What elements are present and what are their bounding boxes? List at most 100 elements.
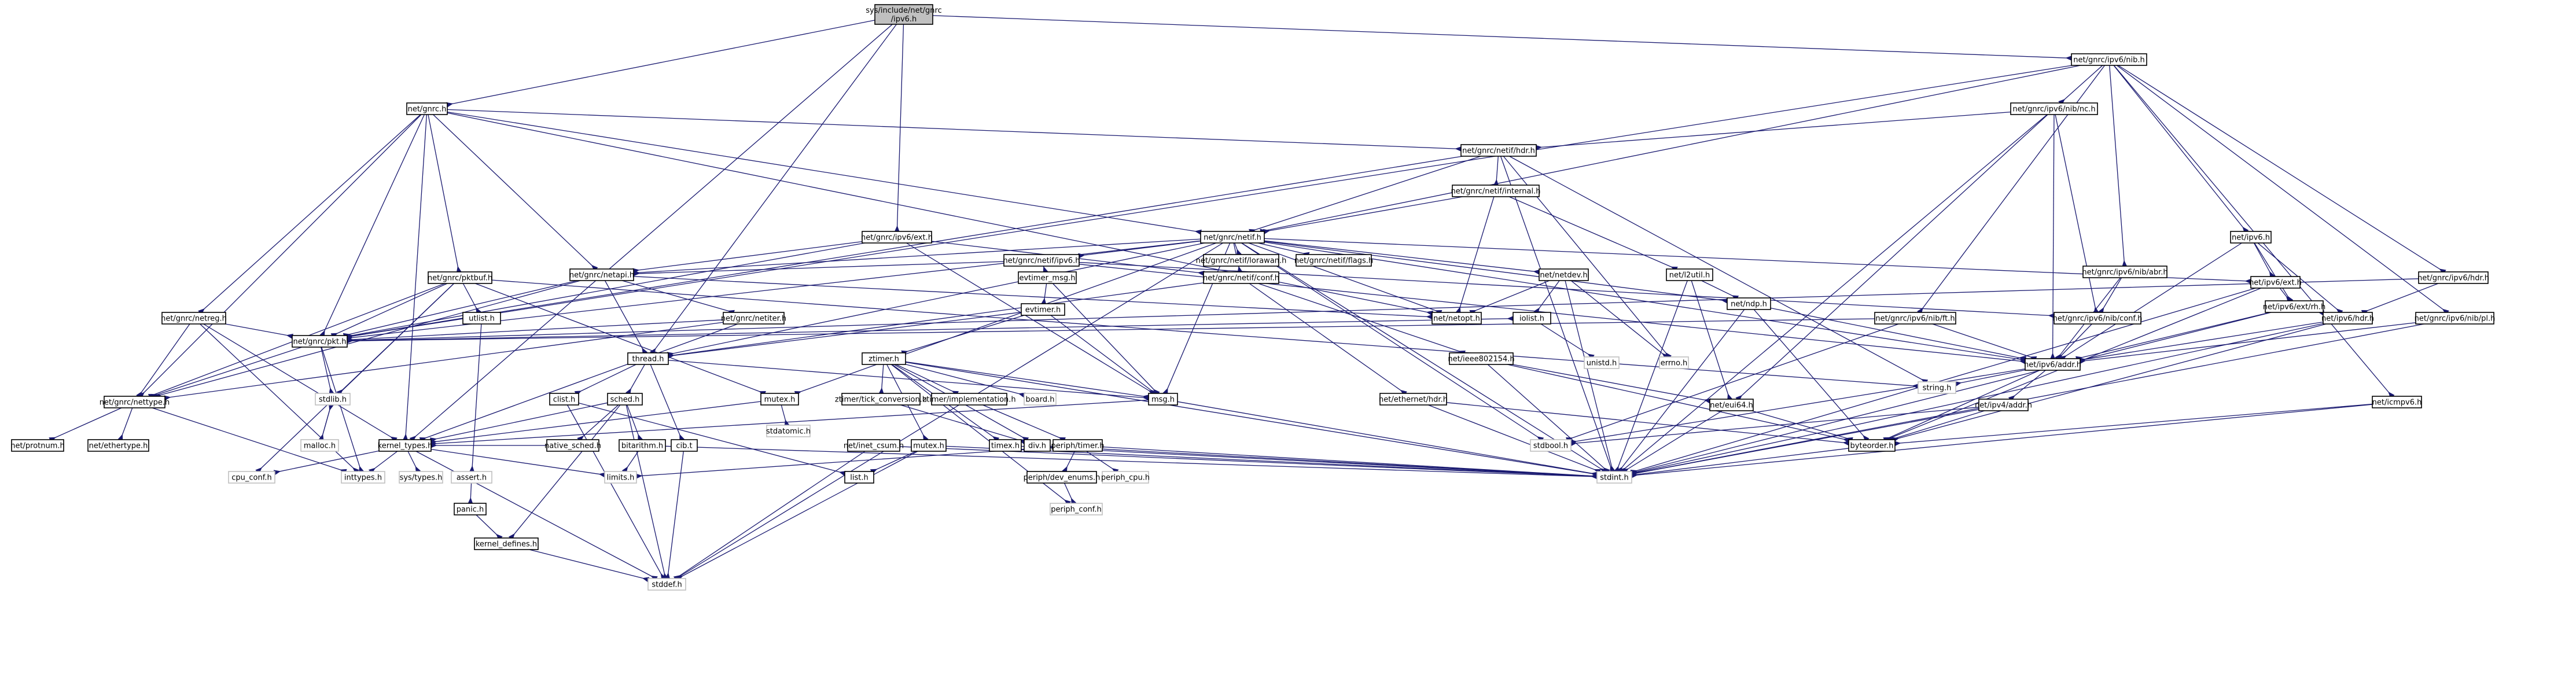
header-node[interactable]: errno.h <box>1659 356 1689 369</box>
header-node[interactable]: net/gnrc/ipv6/nib/nc.h <box>2010 102 2098 115</box>
header-node[interactable]: net/gnrc/ipv6/nib/pl.h <box>2415 312 2496 325</box>
header-node[interactable]: net/gnrc/ipv6/hdr.h <box>2417 271 2489 284</box>
header-node[interactable]: panic.h <box>454 503 487 515</box>
header-node[interactable]: evtimer.h <box>1021 303 1065 316</box>
header-node[interactable]: net/gnrc/netif/conf.h <box>1203 271 1279 284</box>
header-node[interactable]: net/gnrc/ipv6/nib/conf.h <box>2053 312 2143 325</box>
header-node[interactable]: unistd.h <box>1584 356 1620 369</box>
header-node[interactable]: stdlib.h <box>315 393 351 406</box>
header-node[interactable]: evtimer_msg.h <box>1018 271 1077 284</box>
header-node[interactable]: iolist.h <box>1513 312 1551 325</box>
header-node[interactable]: periph_conf.h <box>1050 503 1103 515</box>
edge-line <box>1177 401 1598 477</box>
header-node[interactable]: net/gnrc.h <box>406 102 448 115</box>
header-node[interactable]: net/eui64.h <box>1709 399 1754 411</box>
header-node[interactable]: net/ipv6/addr.h <box>2024 358 2081 371</box>
node-box <box>2250 276 2301 289</box>
header-node[interactable]: net/netdev.h <box>1539 268 1589 281</box>
header-node[interactable]: board.h <box>1024 393 1057 406</box>
header-node[interactable]: msg.h <box>1148 393 1178 406</box>
header-node[interactable]: bitarithm.h <box>619 439 666 452</box>
edge-line <box>667 312 1022 359</box>
header-node[interactable]: net/gnrc/pktbuf.h <box>428 271 492 284</box>
header-node[interactable]: inttypes.h <box>341 471 385 484</box>
header-node[interactable]: limits.h <box>604 471 637 484</box>
header-node[interactable]: net/ipv4/addr.h <box>1975 399 2032 411</box>
header-node[interactable]: net/gnrc/netapi.h <box>569 268 634 281</box>
header-node[interactable]: sched.h <box>607 393 643 406</box>
header-node[interactable]: net/netopt.h <box>1431 312 1482 325</box>
header-node[interactable]: string.h <box>1918 381 1956 394</box>
header-node[interactable]: kernel_types.h <box>378 439 433 452</box>
header-node[interactable]: periph/dev_enums.h <box>1024 471 1101 484</box>
header-node[interactable]: net/icmpv6.h <box>2372 396 2422 408</box>
header-node[interactable]: net/ipv6/ext.h <box>2249 276 2302 289</box>
header-node[interactable]: assert.h <box>451 471 492 484</box>
edge-line <box>1063 482 1077 506</box>
header-node[interactable]: mutex.h <box>911 439 947 452</box>
header-node[interactable]: div.h <box>1024 439 1051 452</box>
header-node[interactable]: native_sched.h <box>544 439 601 452</box>
header-node[interactable]: net/gnrc/netif/ipv6.h <box>1003 254 1080 267</box>
edge-line <box>1631 448 1849 478</box>
header-node[interactable]: kernel_defines.h <box>474 537 539 550</box>
node-box <box>228 471 275 484</box>
header-node[interactable]: net/gnrc/netreg.h <box>161 312 227 325</box>
header-node[interactable]: ztimer/tick_conversion.h <box>835 393 927 406</box>
header-node[interactable]: stdatomic.h <box>766 425 811 437</box>
header-node[interactable]: net/gnrc/netif/hdr.h <box>1460 144 1537 157</box>
header-node[interactable]: net/ethertype.h <box>87 439 149 452</box>
header-node[interactable]: net/ndp.h <box>1727 297 1771 310</box>
header-node[interactable]: sys/types.h <box>399 471 443 484</box>
header-node[interactable]: net/gnrc/pkt.h <box>292 335 348 348</box>
header-node[interactable]: net/ipv6/ext/rh.h <box>2263 300 2326 313</box>
dependency-edge <box>447 109 1462 152</box>
header-node[interactable]: net/gnrc/netif.h <box>1200 231 1265 244</box>
header-node[interactable]: clist.h <box>549 393 579 406</box>
header-node[interactable]: net/ipv6/hdr.h <box>2321 312 2374 325</box>
header-node[interactable]: net/inet_csum.h <box>844 439 904 452</box>
node-box <box>1296 254 1372 267</box>
node-box <box>2025 358 2081 371</box>
header-node[interactable]: periph/timer.h <box>1051 439 1105 452</box>
header-node[interactable]: stdint.h <box>1596 471 1632 484</box>
header-node[interactable]: list.h <box>844 471 874 484</box>
header-node[interactable]: net/ieee802154.h <box>1448 352 1515 365</box>
header-node[interactable]: net/gnrc/ipv6/nib/abr.h <box>2082 266 2168 278</box>
node-label: iolist.h <box>1519 315 1544 323</box>
header-node[interactable]: net/gnrc/nettype.h <box>100 396 170 408</box>
header-node[interactable]: net/gnrc/netif/flags.h <box>1294 254 1373 267</box>
header-node[interactable]: ztimer.h <box>862 352 906 365</box>
header-node[interactable]: timex.h <box>989 439 1022 452</box>
dependency-edge <box>1619 114 2048 474</box>
header-node[interactable]: net/protnum.h <box>10 439 65 452</box>
header-node[interactable]: utlist.h <box>462 312 501 325</box>
node-box <box>549 393 579 406</box>
header-node[interactable]: periph_cpu.h <box>1101 471 1150 484</box>
header-node[interactable]: net/gnrc/netif/lorawan.h <box>1196 254 1287 267</box>
header-node[interactable]: net/gnrc/ipv6/nib/ft.h <box>1874 312 1956 325</box>
header-node[interactable]: cib.t <box>671 439 698 452</box>
dependency-edge <box>117 407 133 441</box>
header-node[interactable]: net/gnrc/ipv6/ext.h <box>861 231 933 244</box>
header-node[interactable]: malloc.h <box>300 439 339 452</box>
node-box <box>1200 231 1265 244</box>
header-node[interactable]: net/l2util.h <box>1666 268 1713 281</box>
header-node[interactable]: net/ipv6.h <box>2230 231 2272 244</box>
dependency-edge <box>346 242 865 340</box>
header-node[interactable]: stddef.h <box>647 578 686 591</box>
header-node[interactable]: mutex.h <box>760 393 799 406</box>
node-label: malloc.h <box>304 442 336 451</box>
dependency-edge <box>446 20 875 108</box>
header-node[interactable]: cpu_conf.h <box>228 471 275 484</box>
header-node[interactable]: stdbool.h <box>1530 439 1572 452</box>
header-node[interactable]: net/gnrc/ipv6/nib.h <box>2071 53 2147 66</box>
header-node[interactable]: ztimer/implementation.h <box>922 393 1016 406</box>
node-box <box>2265 300 2324 313</box>
header-node[interactable]: net/gnrc/netif/internal.h <box>1451 185 1541 197</box>
dependency-edge <box>468 482 473 504</box>
header-node[interactable]: net/ethernet/hdr.h <box>1379 393 1448 406</box>
header-node[interactable]: net/gnrc/netiter.h <box>721 312 786 325</box>
header-node[interactable]: byteorder.h <box>1848 439 1896 452</box>
header-node[interactable]: thread.h <box>627 352 669 365</box>
